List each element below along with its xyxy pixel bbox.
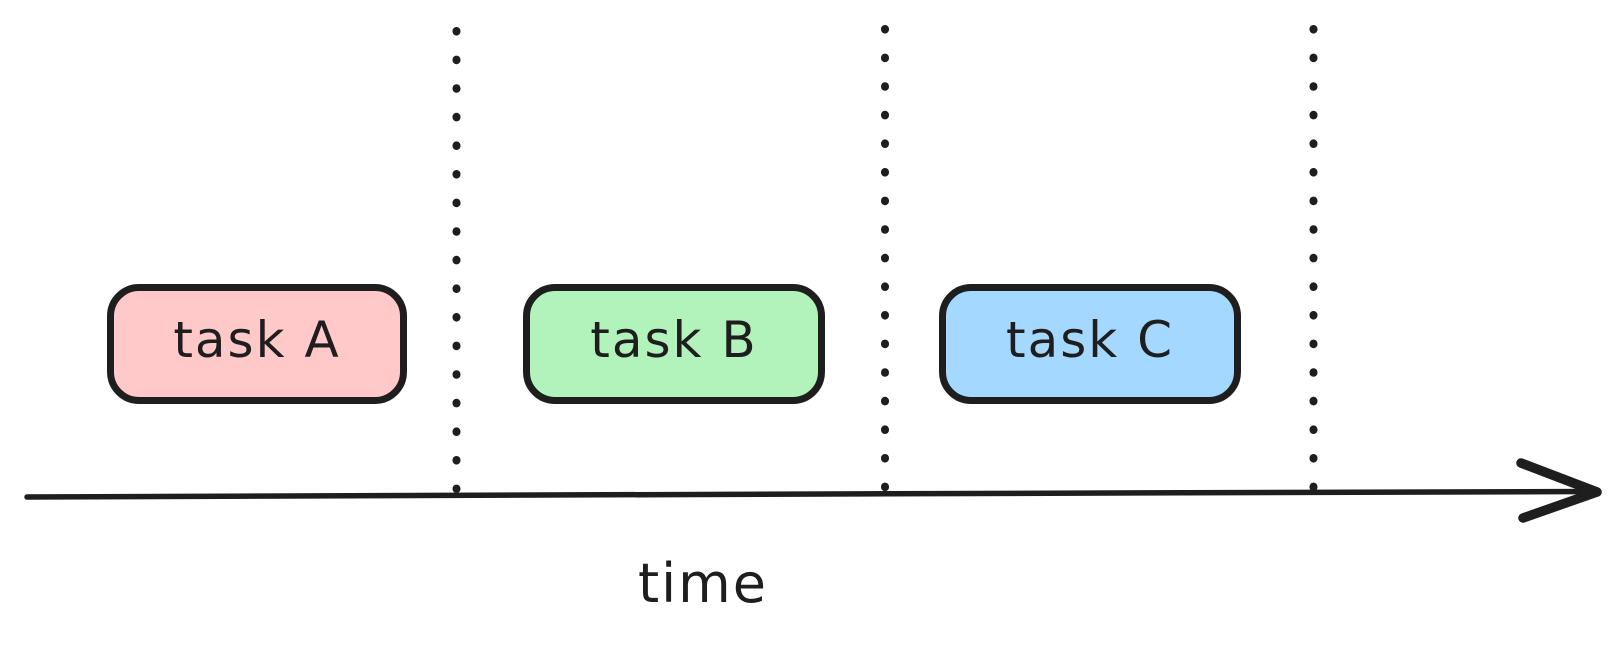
time-axis-line <box>24 488 1593 500</box>
task-box-b: task B <box>523 284 825 404</box>
task-b-label: task B <box>590 311 758 369</box>
task-box-a: task A <box>107 284 407 404</box>
time-axis-arrowhead-icon <box>1516 458 1602 523</box>
task-box-c: task C <box>939 284 1241 404</box>
time-axis-label: time <box>637 552 769 615</box>
task-a-label: task A <box>173 311 341 369</box>
task-c-label: task C <box>1005 311 1175 369</box>
